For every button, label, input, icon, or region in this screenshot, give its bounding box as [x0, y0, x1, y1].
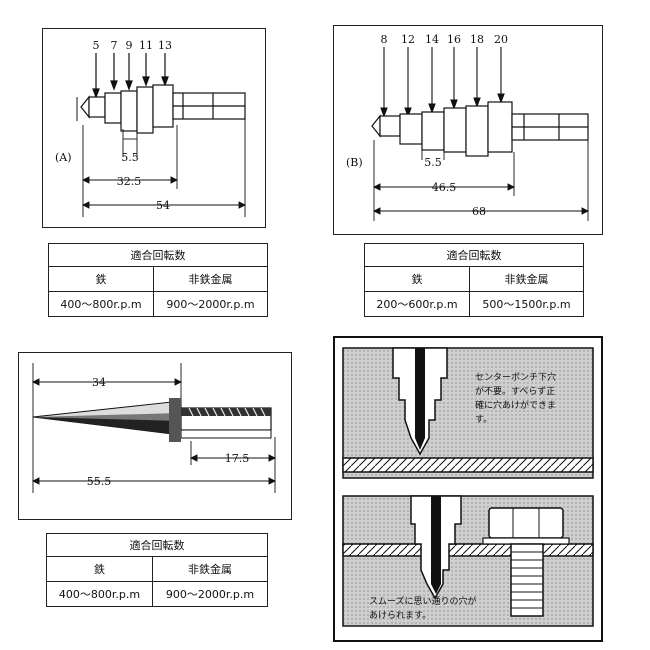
- step-arrows: [380, 47, 505, 118]
- note-line: スムーズに思い通りの穴が: [369, 595, 477, 607]
- table-title: 適合回転数: [46, 533, 268, 557]
- note-line: が不要。すべらず正: [475, 385, 555, 397]
- total-dimension: 55.5: [87, 475, 112, 488]
- diagram-label: (B): [346, 156, 363, 169]
- col-nonferrous: 非鉄金属: [153, 266, 268, 292]
- step-label: 13: [158, 39, 172, 52]
- rpm-table-c: 適合回転数 鉄 非鉄金属 400～800r.p.m 900～2000r.p.m: [46, 533, 269, 607]
- step-drill-top: [392, 347, 448, 456]
- rpm-nonferrous: 900～2000r.p.m: [153, 291, 268, 317]
- bolt-icon: [482, 507, 570, 617]
- step-label: 14: [425, 33, 439, 46]
- step-label: 18: [470, 33, 484, 46]
- usage-illustration-svg: センターポンチ下穴 が不要。すべらず正 確に穴あけができま す。 スムーズに思い…: [342, 347, 594, 627]
- cone-drill-diagram: 34 17.5 55.5: [18, 352, 292, 520]
- note-line: す。: [475, 414, 492, 425]
- total-dimension: 68: [472, 205, 486, 218]
- step-dimension: 5.5: [424, 156, 442, 169]
- col-iron: 鉄: [363, 266, 471, 292]
- drill-b-body: [371, 101, 589, 157]
- cone-body: [32, 400, 182, 436]
- step-label: 5: [93, 39, 100, 52]
- step-label: 11: [139, 39, 153, 52]
- col-nonferrous: 非鉄金属: [151, 556, 269, 582]
- usage-illustration: センターポンチ下穴 が不要。すべらず正 確に穴あけができま す。 スムーズに思い…: [333, 336, 603, 642]
- mid-dimension: 32.5: [117, 175, 142, 188]
- rpm-table-a: 適合回転数 鉄 非鉄金属 400～800r.p.m 900～2000r.p.m: [47, 243, 268, 317]
- rpm-nonferrous: 500～1500r.p.m: [469, 291, 584, 317]
- step-arrows: [92, 53, 169, 99]
- cone-shank: [169, 398, 272, 442]
- step-label: 9: [126, 39, 133, 52]
- dimension-lines-a: [81, 119, 247, 217]
- drill-b-svg: 8 12 14 16 18 20 (B): [346, 33, 590, 221]
- drill-a-svg: 5 7 9 11 13 (A): [55, 39, 247, 217]
- cone-length-dimension: 34: [92, 376, 106, 389]
- drill-a-body: [80, 84, 246, 134]
- step-label: 20: [494, 33, 508, 46]
- step-label: 16: [447, 33, 461, 46]
- rpm-iron: 200～600r.p.m: [363, 291, 471, 317]
- table-title: 適合回転数: [48, 243, 268, 267]
- table-title: 適合回転数: [364, 243, 584, 267]
- rpm-iron: 400～800r.p.m: [47, 291, 155, 317]
- rpm-table-b: 適合回転数 鉄 非鉄金属 200～600r.p.m 500～1500r.p.m: [363, 243, 584, 317]
- workpiece-plate: [342, 543, 594, 557]
- workpiece-plate: [342, 457, 594, 473]
- rpm-iron: 400～800r.p.m: [46, 581, 153, 607]
- note-line: センターポンチ下穴: [475, 371, 556, 383]
- diagram-label: (A): [55, 151, 72, 164]
- step-label: 12: [401, 33, 415, 46]
- cone-drill-svg: 34 17.5 55.5: [31, 363, 277, 493]
- drill-diagram-a: 5 7 9 11 13 (A): [42, 28, 266, 228]
- mid-dimension: 46.5: [432, 181, 457, 194]
- dimension-lines-c: [31, 363, 277, 493]
- col-iron: 鉄: [47, 266, 155, 292]
- step-label: 7: [111, 39, 118, 52]
- step-dimension: 5.5: [121, 151, 139, 164]
- col-iron: 鉄: [46, 556, 153, 582]
- drill-diagram-b: 8 12 14 16 18 20 (B): [333, 25, 603, 235]
- top-scene-background: [342, 347, 594, 479]
- total-dimension: 54: [156, 199, 170, 212]
- shank-length-dimension: 17.5: [225, 452, 250, 465]
- step-label: 8: [381, 33, 388, 46]
- rpm-nonferrous: 900～2000r.p.m: [151, 581, 269, 607]
- note-line: あけられます。: [369, 610, 431, 621]
- dimension-lines-b: [372, 140, 590, 221]
- note-line: 確に穴あけができま: [475, 399, 556, 411]
- col-nonferrous: 非鉄金属: [469, 266, 584, 292]
- step-drill-bottom: [410, 495, 462, 600]
